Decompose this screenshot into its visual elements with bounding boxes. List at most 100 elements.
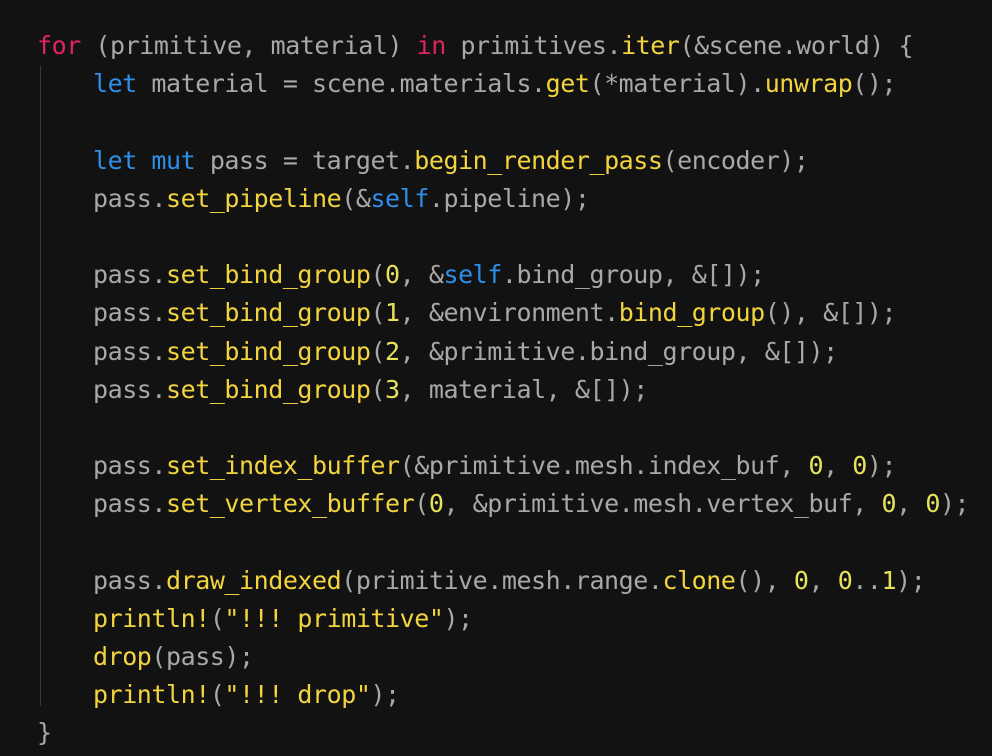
code-token: , [823, 451, 853, 481]
code-token: ( [370, 374, 386, 404]
code-token: ( [209, 603, 225, 633]
code-token: pass. [93, 183, 167, 213]
code-token: iter [621, 31, 680, 60]
code-token: , &environment. [399, 298, 619, 328]
code-token: 0 [925, 489, 940, 519]
code-line[interactable]: println!("!!! primitive"); [37, 600, 992, 638]
code-token: draw_indexed [166, 565, 342, 595]
code-token: set_index_buffer [166, 451, 400, 481]
code-token: ); [896, 565, 926, 595]
code-line[interactable]: pass.set_index_buffer(&primitive.mesh.in… [37, 447, 992, 485]
code-token: 0 [852, 451, 867, 481]
code-token: set_bind_group [166, 374, 371, 404]
code-token: for [37, 31, 81, 60]
code-token: 1 [881, 565, 897, 595]
code-token: material = scene.materials. [136, 69, 546, 99]
code-token: (primitive, material) [80, 31, 417, 60]
code-line[interactable]: pass.set_pipeline(&self.pipeline); [37, 180, 992, 218]
code-token: ( [209, 680, 225, 710]
code-token: 0 [881, 489, 897, 519]
code-token: } [37, 718, 52, 748]
code-token: set_bind_group [166, 260, 371, 290]
code-line[interactable]: let material = scene.materials.get(*mate… [37, 65, 992, 103]
code-token: 0 [808, 451, 824, 481]
code-token: set_bind_group [166, 336, 371, 366]
code-token: (), [735, 565, 794, 595]
code-line[interactable]: } [37, 714, 992, 752]
code-line[interactable]: pass.set_bind_group(2, &primitive.bind_g… [37, 333, 992, 371]
code-token: pass = target. [195, 145, 415, 175]
code-line[interactable]: pass.set_vertex_buffer(0, &primitive.mes… [37, 485, 992, 523]
code-token: (primitive.mesh.range. [341, 565, 663, 595]
code-token: clone [662, 565, 736, 595]
code-token: pass. [93, 565, 167, 595]
code-token: pass. [93, 451, 167, 481]
code-token: "!!! drop" [224, 680, 371, 710]
code-line[interactable] [37, 523, 992, 561]
code-token: (& [341, 183, 371, 213]
code-token: ( [414, 489, 429, 519]
code-token: "!!! primitive" [224, 603, 444, 633]
code-token: (), &[]); [764, 298, 897, 328]
code-token: .pipeline); [428, 183, 590, 213]
code-line[interactable] [37, 218, 992, 256]
code-token: (encoder); [662, 145, 809, 175]
code-token: set_pipeline [166, 183, 342, 213]
code-token: 0 [837, 565, 853, 595]
code-line[interactable]: pass.draw_indexed(primitive.mesh.range.c… [37, 562, 992, 600]
code-line[interactable] [37, 409, 992, 447]
code-line[interactable]: println!("!!! drop"); [37, 676, 992, 714]
code-token: .bind_group, &[]); [501, 260, 765, 290]
code-token: ); [866, 451, 897, 481]
code-token: pass. [93, 260, 167, 290]
code-token: get [545, 69, 590, 99]
code-token: pass. [93, 298, 167, 328]
code-token: , [808, 565, 838, 595]
code-token: 0 [428, 489, 444, 519]
code-token: let [93, 145, 137, 175]
code-token: 2 [385, 336, 400, 366]
code-line[interactable]: drop(pass); [37, 638, 992, 676]
code-token: in [416, 31, 447, 60]
code-token: .. [852, 565, 882, 595]
code-line[interactable]: let mut pass = target.begin_render_pass(… [37, 142, 992, 180]
code-token: , &primitive.bind_group, &[]); [399, 336, 838, 366]
code-token: ( [370, 260, 386, 290]
code-token: 1 [385, 298, 400, 328]
code-token: mut [151, 145, 196, 175]
code-line[interactable]: for (primitive, material) in primitives.… [37, 27, 992, 65]
code-token: 0 [385, 260, 400, 290]
code-token: set_vertex_buffer [166, 489, 415, 519]
code-token: let [93, 69, 137, 99]
code-token: (&scene.world) { [679, 31, 914, 60]
code-token: self [443, 260, 502, 290]
code-token: pass. [93, 489, 167, 519]
code-token: unwrap [764, 69, 853, 99]
code-line[interactable]: pass.set_bind_group(0, &self.bind_group,… [37, 256, 992, 294]
code-token: 0 [793, 565, 809, 595]
code-token: begin_render_pass [414, 145, 663, 175]
code-token: , material, &[]); [399, 374, 649, 404]
code-token: (pass); [151, 642, 254, 671]
code-line[interactable]: pass.set_bind_group(1, &environment.bind… [37, 294, 992, 332]
code-token: (*material). [589, 69, 765, 99]
code-token: ( [370, 298, 386, 328]
code-token: bind_group [618, 298, 765, 328]
code-token: ); [443, 603, 473, 633]
code-token: pass. [93, 374, 167, 404]
code-token: set_bind_group [166, 298, 371, 328]
code-token: , [896, 489, 926, 519]
code-token: self [370, 183, 429, 213]
code-line[interactable] [37, 103, 992, 141]
code-token: 3 [385, 374, 400, 404]
code-token: println! [93, 680, 210, 710]
code-block[interactable]: for (primitive, material) in primitives.… [37, 27, 992, 753]
code-token: ); [939, 489, 970, 519]
code-token: ); [370, 680, 400, 710]
code-token: pass. [93, 336, 167, 366]
code-line[interactable]: pass.set_bind_group(3, material, &[]); [37, 371, 992, 409]
code-token: , &primitive.mesh.vertex_buf, [443, 489, 882, 519]
indent-guide [40, 66, 41, 706]
code-token [137, 146, 152, 175]
